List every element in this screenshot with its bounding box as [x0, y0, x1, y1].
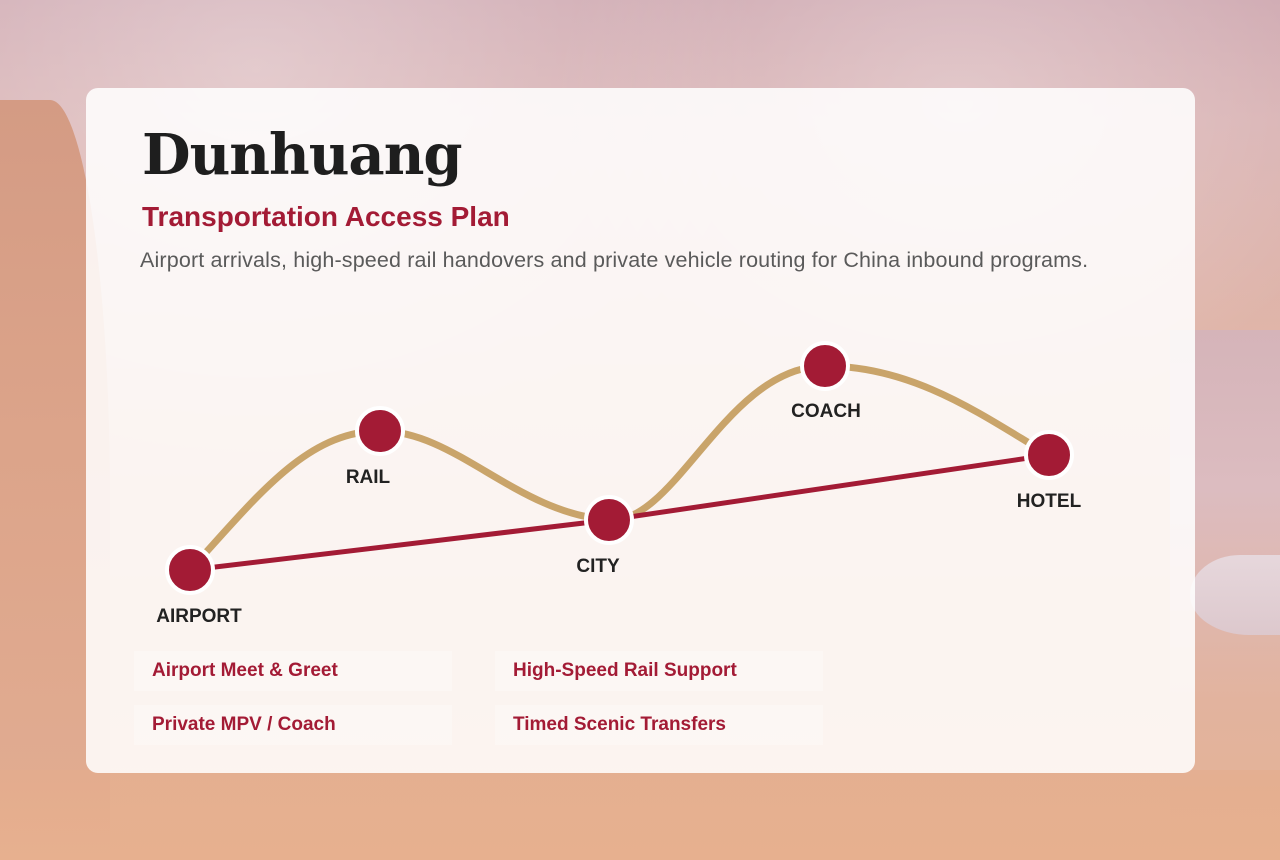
- route-diagram: AIRPORT RAIL CITY COACH HOTEL: [156, 341, 1082, 627]
- page-title: Dunhuang: [142, 122, 463, 188]
- node-label-city: CITY: [576, 556, 620, 577]
- route-node-city[interactable]: CITY: [576, 495, 634, 577]
- service-airport-meet-greet: Airport Meet & Greet: [134, 651, 452, 691]
- route-node-coach[interactable]: COACH: [791, 341, 861, 422]
- background-ground: [0, 770, 1280, 860]
- node-label-rail: RAIL: [346, 467, 391, 488]
- service-high-speed-rail: High-Speed Rail Support: [495, 651, 823, 691]
- route-node-airport[interactable]: AIRPORT: [156, 545, 242, 627]
- service-timed-scenic-transfers: Timed Scenic Transfers: [495, 705, 823, 745]
- route-node-hotel[interactable]: HOTEL: [1017, 430, 1082, 512]
- page-description: Airport arrivals, high-speed rail handov…: [140, 248, 1089, 272]
- node-label-coach: COACH: [791, 401, 861, 422]
- node-label-hotel: HOTEL: [1017, 491, 1082, 512]
- service-private-mpv-coach: Private MPV / Coach: [134, 705, 452, 745]
- node-label-airport: AIRPORT: [156, 606, 242, 627]
- content-card: Dunhuang Transportation Access Plan Airp…: [86, 88, 1195, 773]
- route-node-rail[interactable]: RAIL: [346, 406, 405, 488]
- page-subtitle: Transportation Access Plan: [142, 201, 510, 232]
- background-lake: [1190, 555, 1280, 635]
